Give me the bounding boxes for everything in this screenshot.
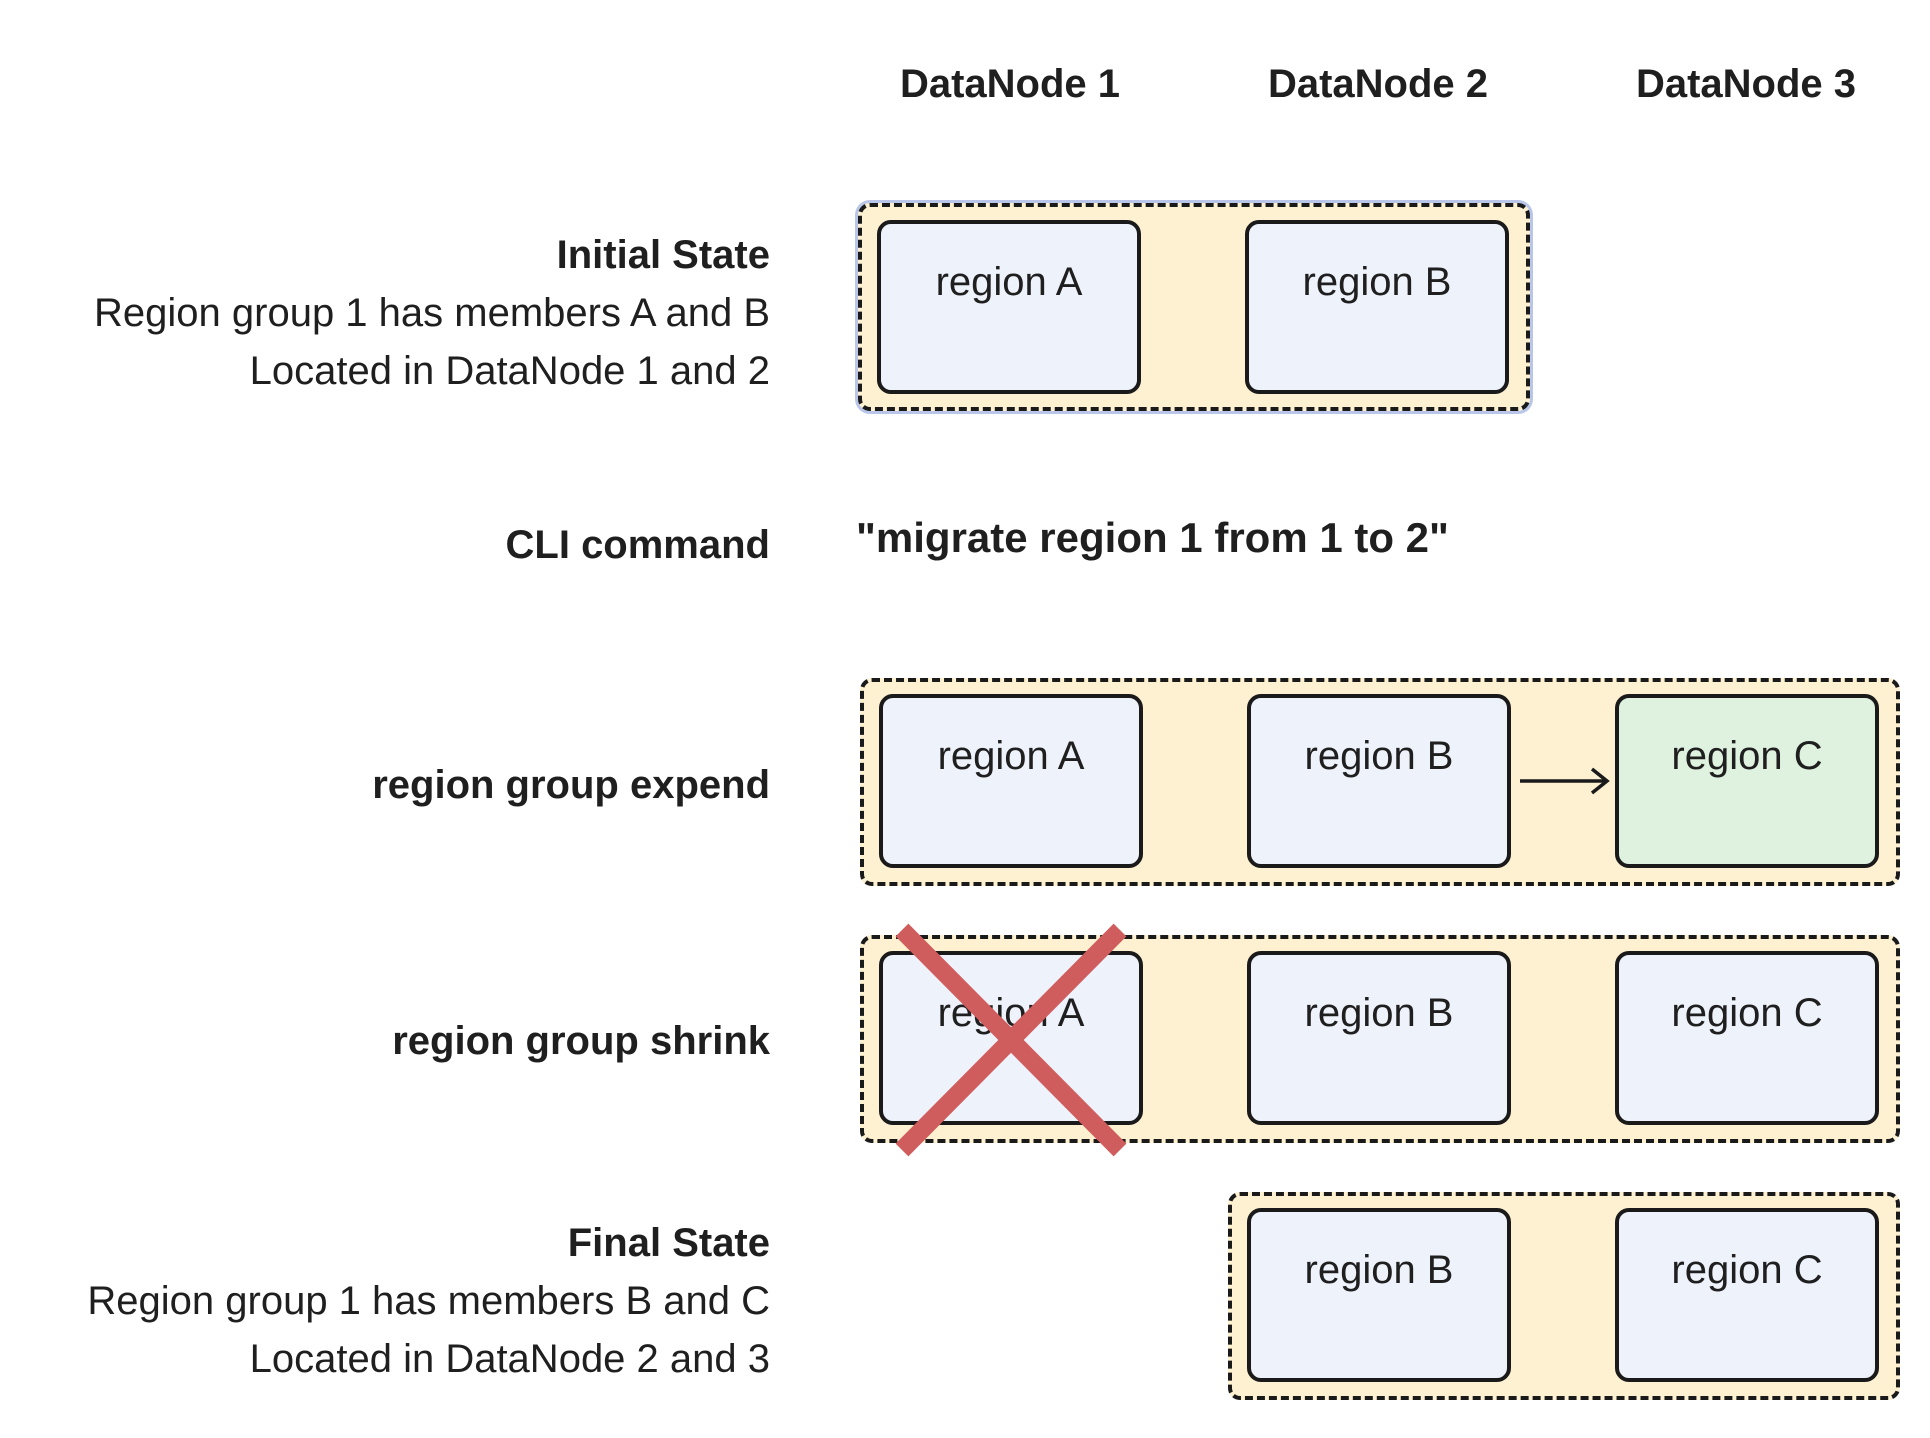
initial-region-a: region A — [877, 220, 1141, 394]
expend-label: region group expend — [10, 756, 770, 814]
shrink-label: region group shrink — [10, 1012, 770, 1070]
initial-region-b: region B — [1245, 220, 1509, 394]
column-header-datanode-1: DataNode 1 — [899, 62, 1121, 106]
column-header-datanode-3: DataNode 3 — [1635, 62, 1857, 106]
cli-command-text: "migrate region 1 from 1 to 2" — [856, 514, 1449, 561]
initial-state-line-1: Region group 1 has members A and B — [94, 291, 770, 335]
shrink-region-c: region C — [1615, 951, 1879, 1125]
final-state-line-2: Located in DataNode 2 and 3 — [249, 1337, 770, 1381]
shrink-region-b: region B — [1247, 951, 1511, 1125]
shrink-title: region group shrink — [392, 1019, 770, 1063]
initial-state-line-2: Located in DataNode 1 and 2 — [249, 349, 770, 393]
final-state-label: Final State Region group 1 has members B… — [10, 1214, 770, 1388]
final-region-c: region C — [1615, 1208, 1879, 1382]
expend-region-a: region A — [879, 694, 1143, 868]
final-state-line-1: Region group 1 has members B and C — [87, 1279, 770, 1323]
final-region-b: region B — [1247, 1208, 1511, 1382]
final-state-title: Final State — [567, 1221, 770, 1265]
expend-region-b: region B — [1247, 694, 1511, 868]
right-arrow-icon — [1520, 767, 1610, 795]
expend-region-c: region C — [1615, 694, 1879, 868]
expend-title: region group expend — [372, 763, 770, 807]
cli-command-label: CLI command — [10, 516, 770, 574]
initial-state-title: Initial State — [556, 233, 770, 277]
remove-cross-icon — [895, 923, 1127, 1157]
cli-command-title: CLI command — [505, 523, 770, 567]
column-header-datanode-2: DataNode 2 — [1267, 62, 1489, 106]
initial-state-label: Initial State Region group 1 has members… — [10, 226, 770, 400]
